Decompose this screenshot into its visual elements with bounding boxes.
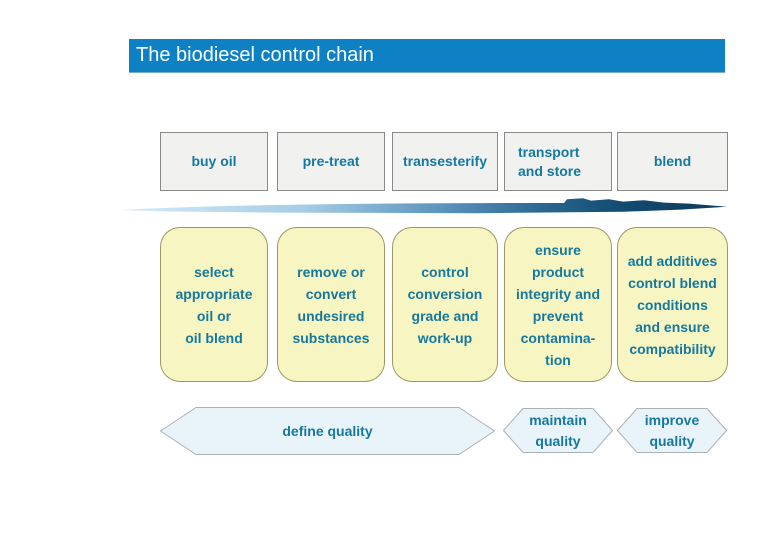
- chain-stage-label: transesterify: [402, 153, 488, 169]
- hexagon-shape: [160, 407, 495, 455]
- chain-stage-transesterify: transesterify: [392, 132, 498, 191]
- quality-step-label: define quality: [282, 422, 373, 439]
- chain-stage-label: pre-treat: [302, 153, 360, 169]
- hexagon-shape: [503, 408, 613, 453]
- hexagon-shape: [617, 408, 727, 453]
- chain-stage-pre-treat: pre-treat: [277, 132, 385, 191]
- chain-stage-blend: blend: [617, 132, 728, 191]
- slide-title-bar: The biodiesel control chain: [129, 39, 725, 72]
- process-arrow-icon: [118, 196, 738, 218]
- chain-stage-label: blend: [653, 153, 692, 169]
- chain-stage-buy-oil: buy oil: [160, 132, 268, 191]
- slide-title: The biodiesel control chain: [136, 44, 374, 66]
- quality-hexagon-define: define quality: [160, 407, 495, 455]
- chain-stage-label: buy oil: [191, 153, 237, 169]
